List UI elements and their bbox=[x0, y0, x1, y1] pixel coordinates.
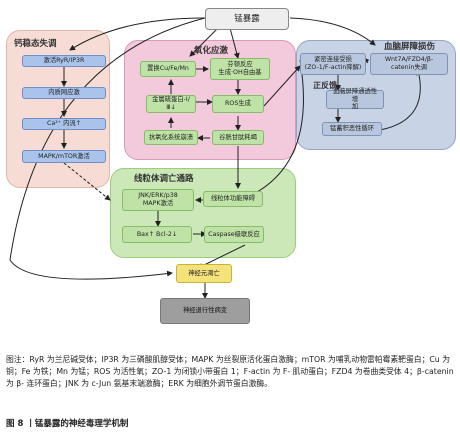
mapk-activation-node: JNK/ERK/p38 MAPK激活 bbox=[122, 189, 194, 211]
calcium-node-3: Ca²⁺ 内流↑ bbox=[22, 118, 106, 130]
wnt-signaling-node: Wnt7A/FZD4/β- catenin失调 bbox=[370, 53, 448, 75]
calcium-node-4: MAPK/mTOR激活 bbox=[22, 150, 106, 163]
neurodegeneration-node: 神经退行性病变 bbox=[160, 298, 250, 324]
bbb-permeability-node: 血脑屏障通透性增 加 bbox=[326, 88, 384, 110]
positive-feedback-label: 正反馈 bbox=[313, 81, 337, 90]
mito-region-title: 线粒体调亡通路 bbox=[134, 174, 194, 184]
antioxidant-collapse-node: 抗氧化系统崩溃 bbox=[144, 130, 198, 145]
calcium-region-title: 钙稳态失调 bbox=[14, 39, 57, 49]
glutathione-depletion-node: 谷胱甘肽耗竭 bbox=[212, 130, 264, 145]
manganese-exposure-node: 锰暴露 bbox=[205, 8, 289, 30]
tight-junction-node: 紧密连接受损 (ZO-1/F-actin降解) bbox=[300, 53, 366, 75]
mito-region bbox=[110, 168, 296, 258]
bbb-region-title: 血脑屏障损伤 bbox=[384, 42, 436, 52]
displace-metals-node: 置换Cu/Fe/Mn bbox=[140, 61, 196, 77]
oxidative-region-title: 氧化应激 bbox=[194, 46, 229, 56]
calcium-node-1: 激活RyR/IP3R bbox=[22, 55, 106, 67]
caspase-cascade-node: Caspase级联反应 bbox=[204, 226, 264, 243]
bax-bcl2-node: Bax↑ Bcl-2↓ bbox=[122, 226, 192, 243]
manganese-loop-node: 锰蓄积恶性循环 bbox=[322, 122, 382, 136]
calcium-node-2: 内质网应激 bbox=[22, 87, 106, 99]
metallothionein-node: 金属硫蛋白-Ⅰ/Ⅲ↓ bbox=[146, 95, 196, 113]
figure-title: 图 8 丨锰暴露的神经毒理学机制 bbox=[6, 419, 129, 429]
ros-generation-node: ROS生成 bbox=[212, 95, 264, 113]
fenton-reaction-node: 芬顿反应 生成·OH自由基 bbox=[210, 58, 270, 80]
neuron-apoptosis-node: 神经元凋亡 bbox=[176, 264, 232, 283]
mito-dysfunction-node: 线粒体功能障碍 bbox=[203, 191, 263, 207]
figure-caption: 图注：RyR 为兰尼碱受体；IP3R 为三磷酸肌醇受体；MAPK 为丝裂原活化蛋… bbox=[6, 355, 454, 389]
